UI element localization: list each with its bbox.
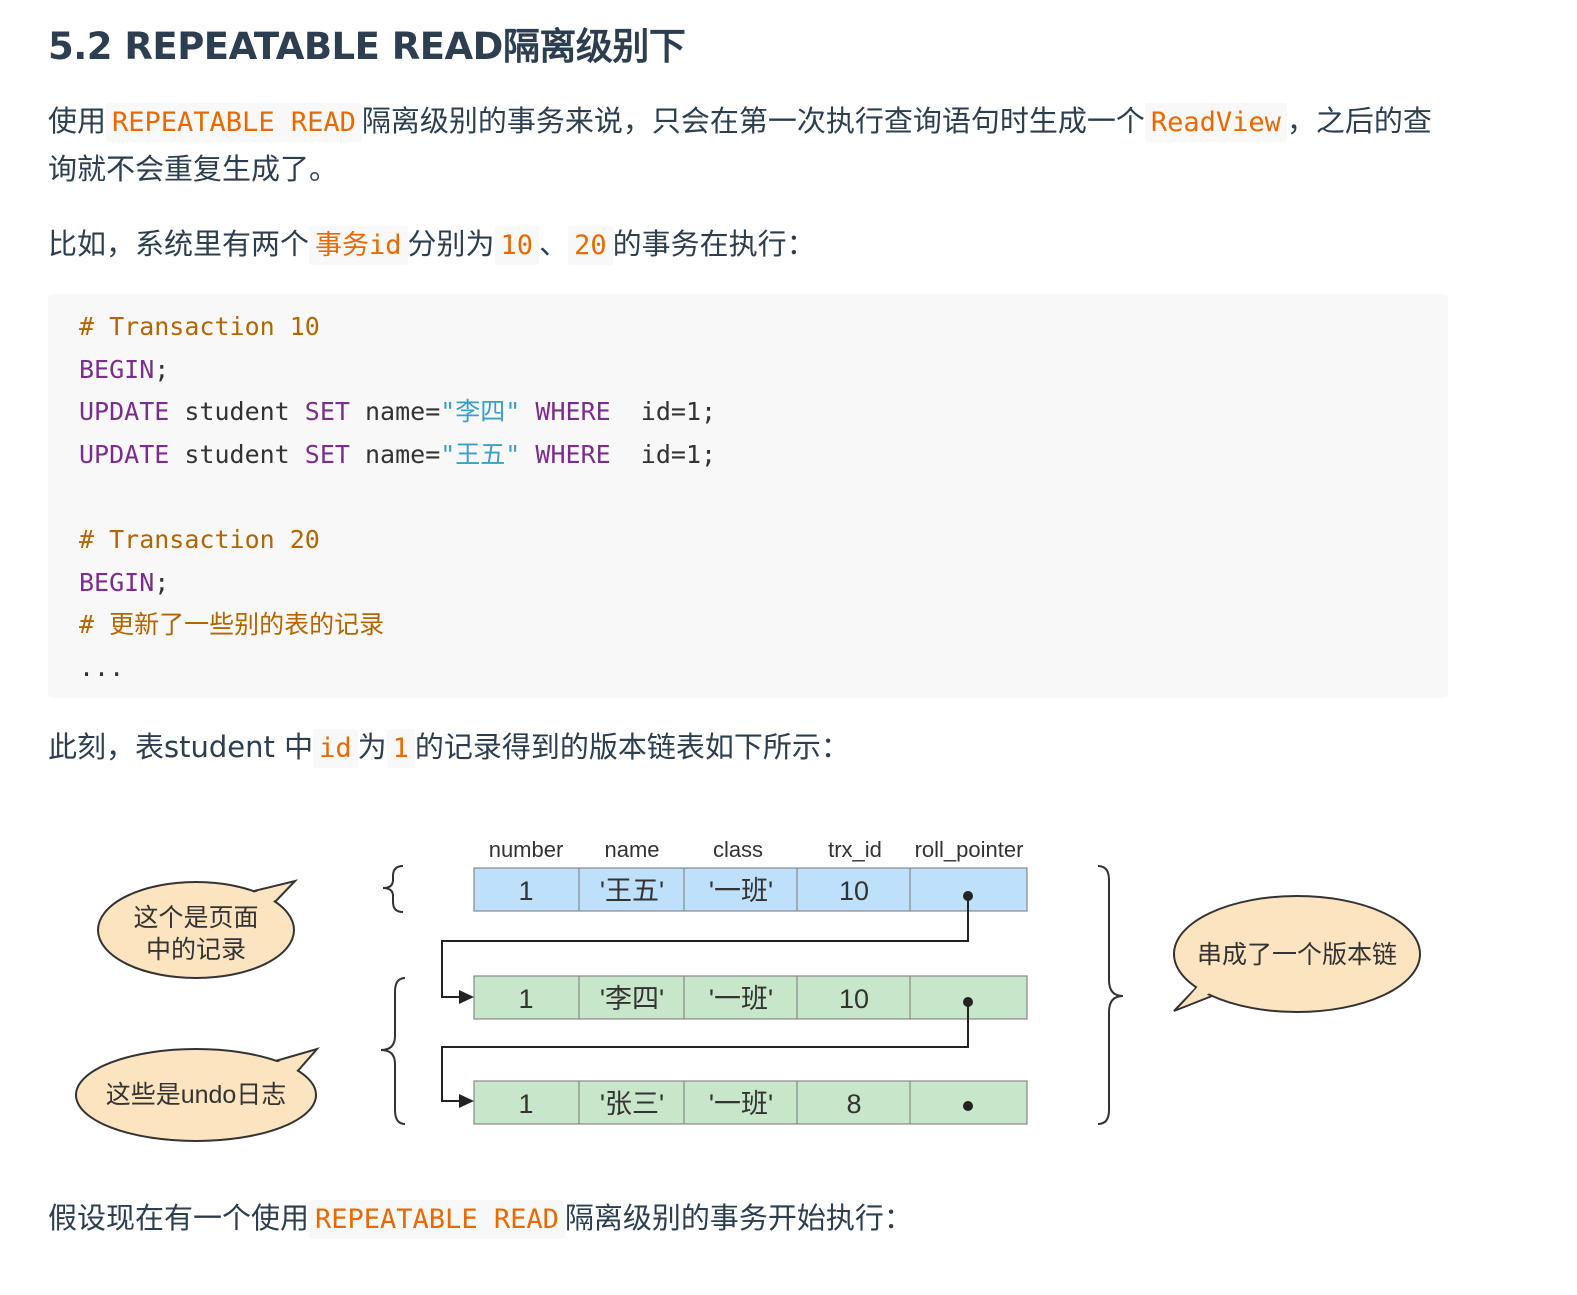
code-plain: name= <box>349 439 441 469</box>
code-keyword-set: SET <box>304 439 350 469</box>
bubble-page-record: 这个是页面 中的记录 <box>97 879 299 979</box>
cell-class: '一班' <box>709 1089 773 1119</box>
code-line-5 <box>79 476 716 519</box>
code-keyword-begin: BEGIN <box>79 567 155 597</box>
code-line-3: UPDATE student SET name="李四" WHERE id=1; <box>79 391 716 434</box>
cell-class: '一班' <box>709 876 773 906</box>
cell-name: '张三' <box>600 1089 664 1119</box>
cell-number: 1 <box>518 1089 533 1119</box>
code-line-2: BEGIN; <box>79 349 716 392</box>
left-brace-page <box>382 865 404 913</box>
code-plain: student <box>169 439 305 469</box>
bubble-undo-text: 这些是undo日志 <box>106 1081 287 1109</box>
inline-code-repeatable-read: REPEATABLE READ <box>309 1200 565 1239</box>
bubble-page-line2: 中的记录 <box>146 936 246 964</box>
para2-text2: 分别为 <box>407 227 495 261</box>
arrow-head-icon <box>459 1094 474 1108</box>
code-line-8: # 更新了一些别的表的记录 <box>79 604 716 647</box>
para3-text1: 此刻，表student 中 <box>48 730 314 764</box>
code-block: # Transaction 10 BEGIN; UPDATE student S… <box>48 294 1448 698</box>
column-header-trx-id: trx_id <box>828 837 882 862</box>
code-comment: # 更新了一些别的表的记录 <box>79 610 385 640</box>
roll-pointer-dot <box>963 1101 973 1111</box>
code-keyword-set: SET <box>304 397 350 427</box>
para3-text2: 为 <box>357 730 387 764</box>
para1-text1: 使用 <box>48 104 107 138</box>
inline-code-1: 1 <box>386 729 415 768</box>
column-header-number: number <box>489 837 564 862</box>
bubble-undo-log: 这些是undo日志 <box>75 1047 320 1142</box>
code-line-4: UPDATE student SET name="王五" WHERE id=1; <box>79 434 716 477</box>
code-plain: ... <box>79 652 125 682</box>
code-keyword-where: WHERE <box>535 397 611 427</box>
code-line-9: ... <box>79 647 716 690</box>
para4-text1: 假设现在有一个使用 <box>48 1201 310 1235</box>
inline-code-10: 10 <box>494 226 540 265</box>
code-comment: # Transaction 20 <box>79 524 320 554</box>
left-brace-undo <box>380 977 406 1125</box>
code-string: "李四" <box>440 397 521 427</box>
column-header-class: class <box>713 837 763 862</box>
code-plain: ; <box>154 567 170 597</box>
para1-text2: 隔离级别的事务来说，只会在第一次执行查询语句时生成一个 <box>361 104 1145 138</box>
section-heading: 5.2 REPEATABLE READ隔离级别下 <box>48 25 686 68</box>
para2-text4: 的事务在执行： <box>612 227 816 261</box>
row-background <box>473 1080 1028 1125</box>
code-plain: student <box>169 397 305 427</box>
pointer-connector <box>441 896 969 1102</box>
cell-trx-id: 8 <box>846 1089 861 1119</box>
code-lines: # Transaction 10 BEGIN; UPDATE student S… <box>79 306 716 689</box>
code-keyword-update: UPDATE <box>79 439 170 469</box>
inline-code-id: id <box>313 729 358 768</box>
para2-text1: 比如，系统里有两个 <box>48 227 310 261</box>
code-plain <box>520 397 535 426</box>
row-background <box>473 975 1028 1020</box>
code-plain: id=1; <box>610 439 717 469</box>
code-keyword-begin: BEGIN <box>79 354 155 384</box>
para4-text2: 隔离级别的事务开始执行： <box>564 1201 913 1235</box>
code-plain <box>520 440 535 469</box>
inline-code-trx-id: 事务id <box>309 226 408 265</box>
column-header-roll-pointer: roll_pointer <box>915 837 1024 862</box>
code-plain: name= <box>349 397 441 427</box>
right-brace-chain <box>1097 865 1124 1125</box>
cell-number: 1 <box>518 876 533 906</box>
bubble-chain-text: 串成了一个版本链 <box>1197 941 1397 969</box>
para1-text3: ，之后的查询就不会重复生成了。 <box>48 104 1432 186</box>
code-line-6: # Transaction 20 <box>79 519 716 562</box>
code-plain: ; <box>154 354 170 384</box>
column-header-name: name <box>604 837 659 862</box>
cell-trx-id: 10 <box>839 984 869 1014</box>
para2-text3: 、 <box>539 227 569 261</box>
cell-class: '一班' <box>709 984 773 1014</box>
code-plain: id=1; <box>610 397 717 427</box>
inline-code-20: 20 <box>568 226 613 265</box>
arrow-head-icon <box>459 990 474 1004</box>
inline-code-repeatable-read: REPEATABLE READ <box>106 103 362 142</box>
cell-number: 1 <box>518 984 533 1014</box>
undo-record-row: 1 '李四' '一班' 10 <box>473 975 1028 1020</box>
undo-record-row: 1 '张三' '一班' 8 <box>473 1080 1028 1125</box>
code-line-7: BEGIN; <box>79 562 716 605</box>
code-keyword-update: UPDATE <box>79 397 170 427</box>
code-keyword-where: WHERE <box>535 439 611 469</box>
page-record-row: 1 '王五' '一班' 10 <box>473 867 1028 912</box>
row-background <box>473 867 1028 912</box>
bubble-page-line1: 这个是页面 <box>133 904 258 932</box>
bubble-version-chain: 串成了一个版本链 <box>1173 895 1421 1013</box>
version-chain-diagram: number name class trx_id roll_pointer 1 … <box>75 837 1421 1142</box>
code-string: "王五" <box>440 439 521 469</box>
cell-name: '王五' <box>600 876 664 906</box>
inline-code-readview: ReadView <box>1144 103 1287 142</box>
code-line-1: # Transaction 10 <box>79 306 716 349</box>
para3-text3: 的记录得到的版本链表如下所示： <box>414 730 850 764</box>
code-comment: # Transaction 10 <box>79 312 320 341</box>
cell-name: '李四' <box>600 984 664 1014</box>
cell-trx-id: 10 <box>839 876 869 906</box>
